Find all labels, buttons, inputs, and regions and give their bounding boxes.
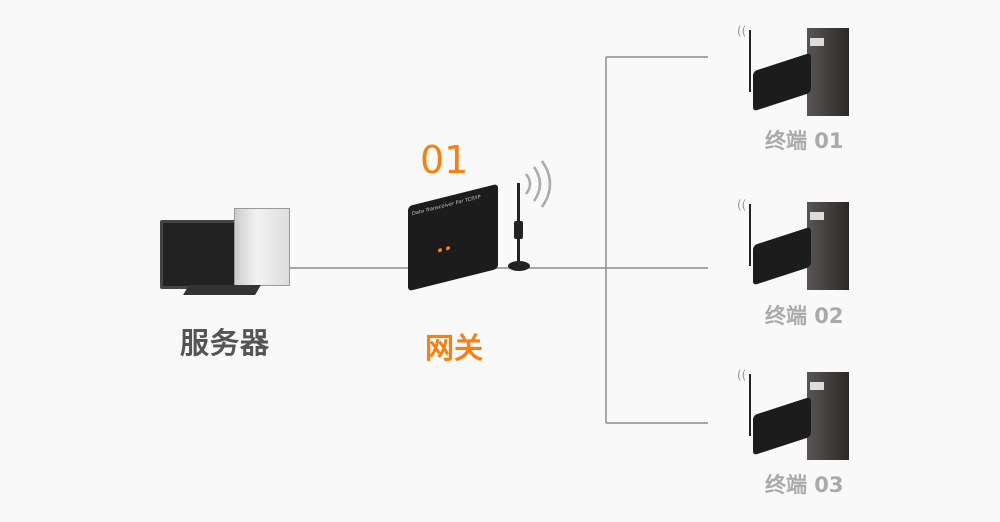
terminal-03: (( — [735, 366, 855, 461]
gateway-label: 网关 — [425, 331, 484, 365]
terminal-device-icon — [753, 52, 811, 112]
server-computer-icon — [158, 205, 293, 300]
antenna-icon — [749, 374, 751, 436]
terminal-device-icon — [753, 226, 811, 286]
wireless-signal-icon — [524, 160, 552, 208]
terminal-03-label: 终端 03 — [765, 473, 844, 497]
wireless-signal-icon: (( — [737, 368, 747, 382]
terminal-02: (( — [735, 196, 855, 291]
antenna-icon — [749, 30, 751, 92]
terminal-01: (( — [735, 22, 855, 117]
terminal-02-label: 终端 02 — [765, 304, 844, 328]
wireless-signal-icon: (( — [737, 24, 747, 38]
antenna-icon — [749, 204, 751, 266]
gateway-antenna-icon — [508, 183, 530, 278]
keyboard — [183, 285, 261, 295]
wireless-signal-icon: (( — [737, 198, 747, 212]
gateway-number: 01 — [420, 138, 469, 182]
terminal-device-icon — [753, 396, 811, 456]
terminal-01-label: 终端 01 — [765, 129, 844, 153]
pc-tower — [234, 208, 290, 286]
server-label: 服务器 — [180, 326, 271, 360]
